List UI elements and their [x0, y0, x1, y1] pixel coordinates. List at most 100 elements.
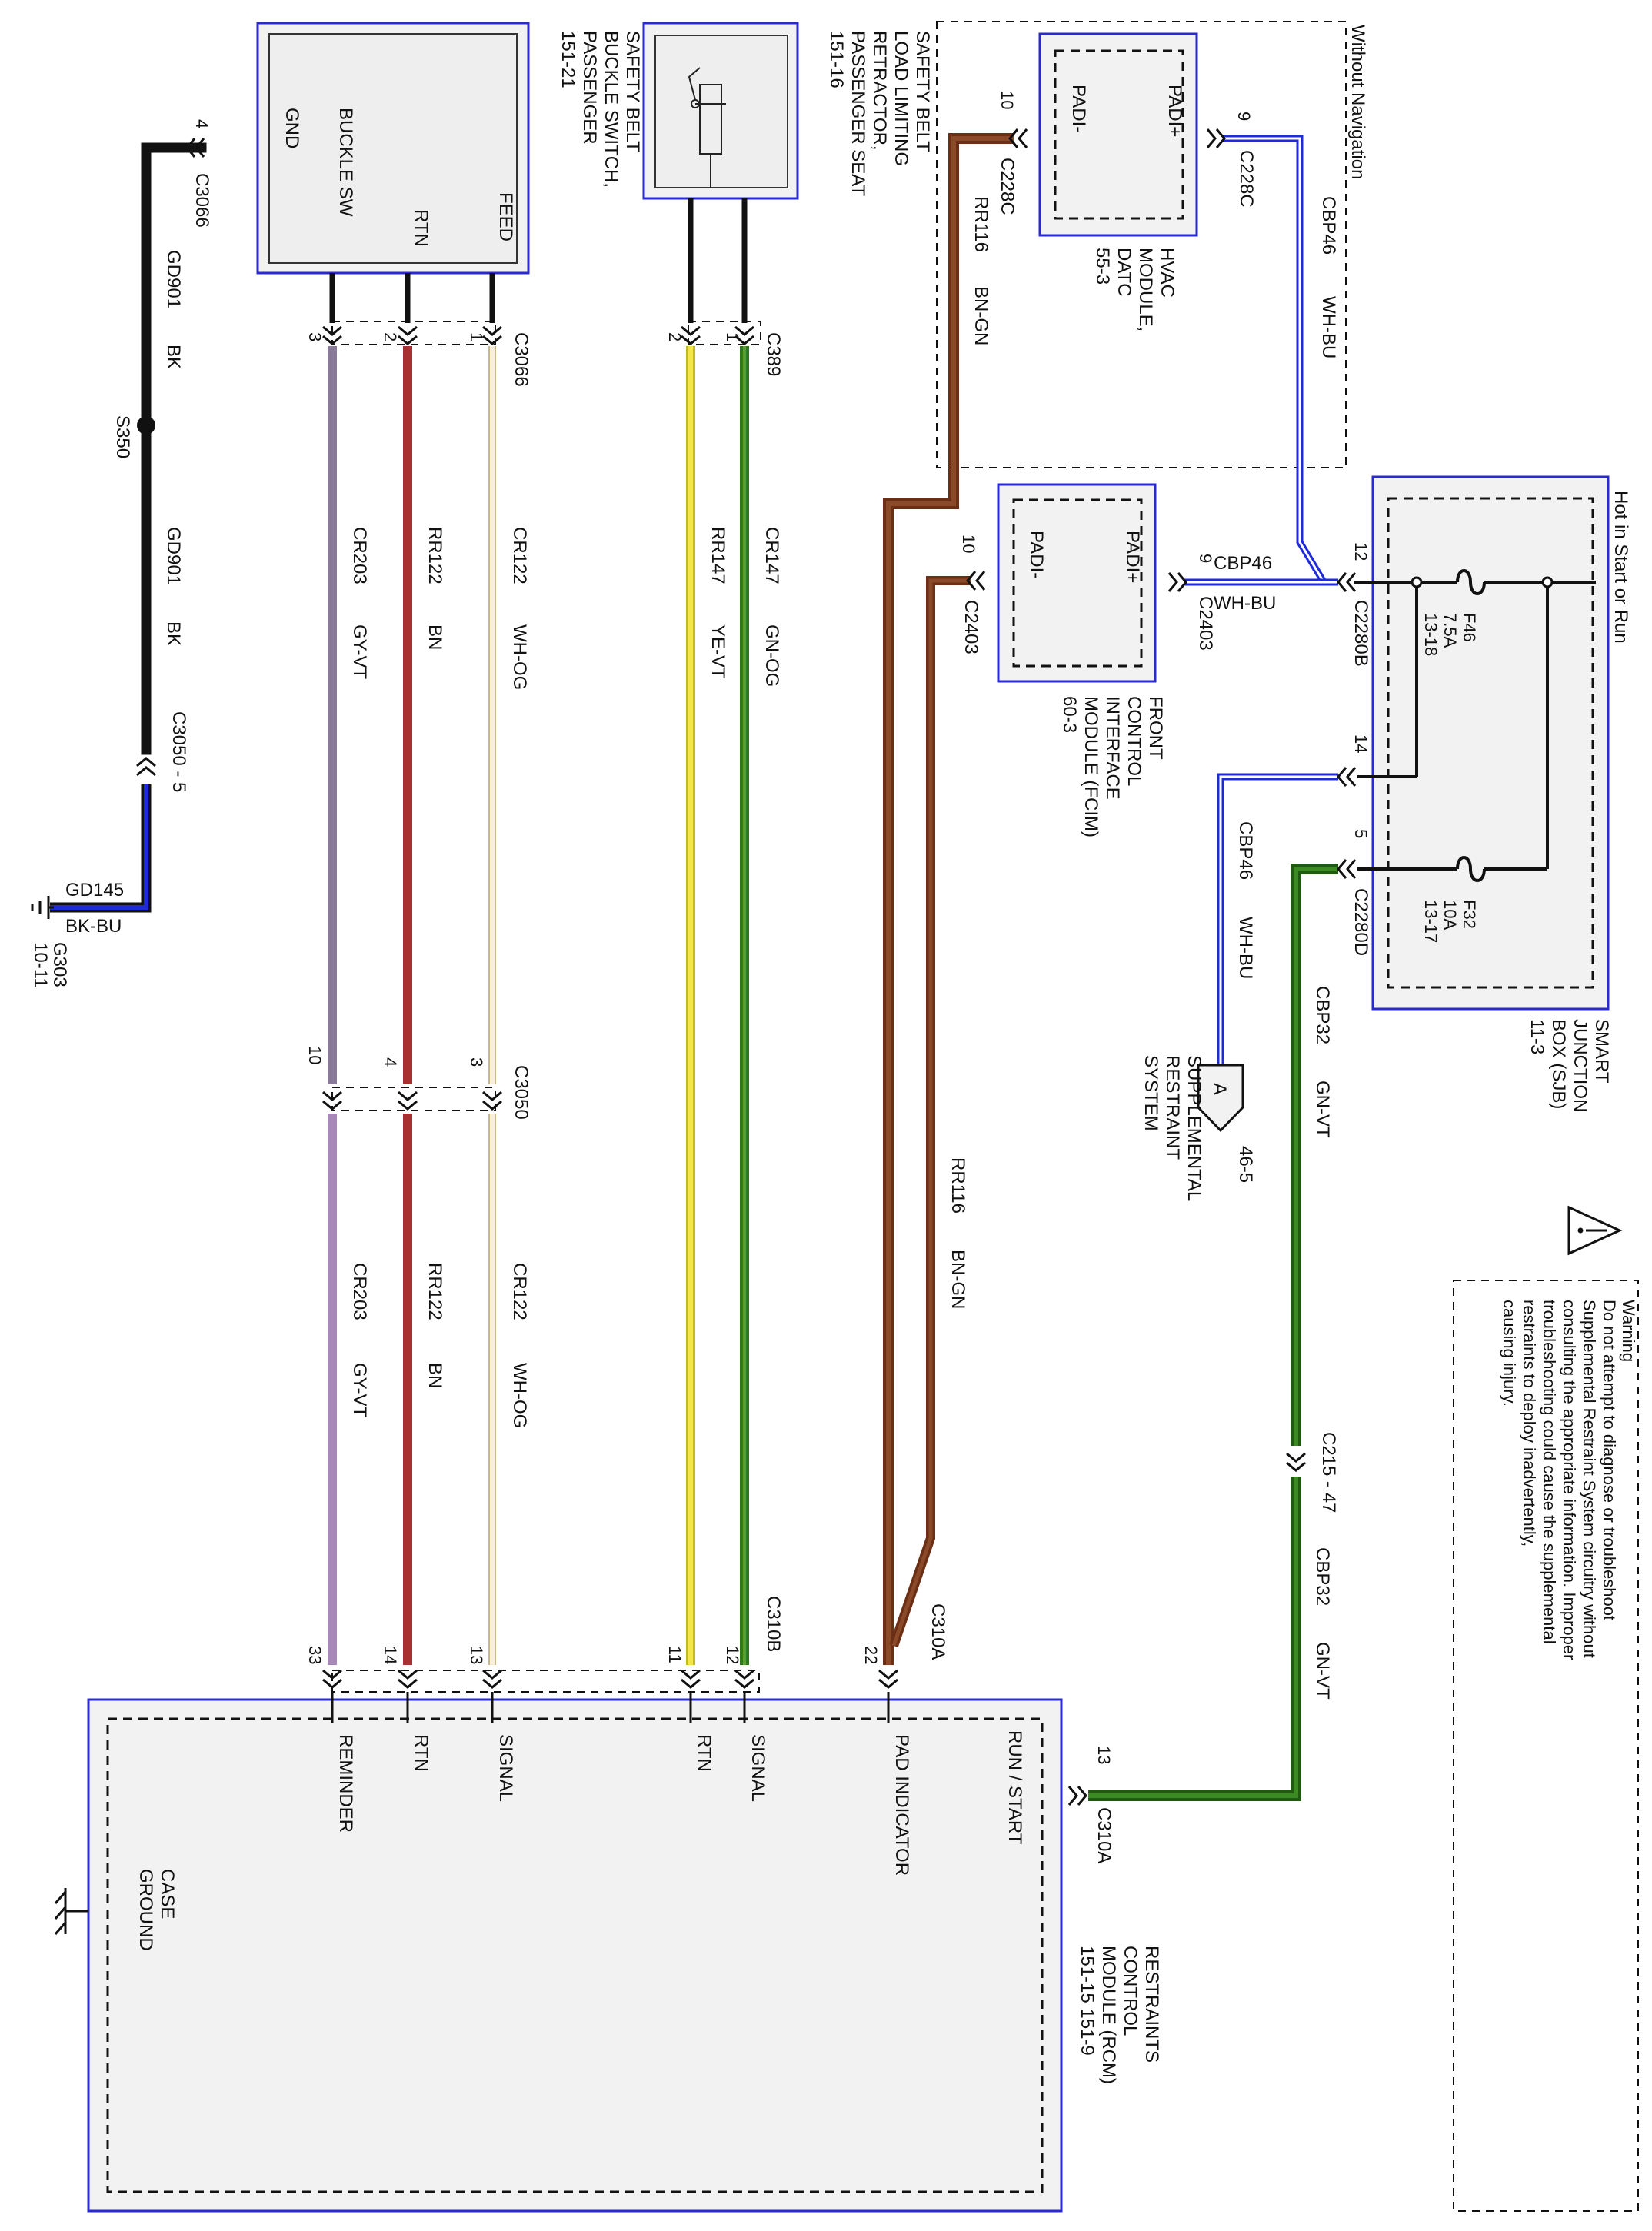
srs-ref-name-line-0: SUPPLEMENTAL [1184, 1055, 1204, 1201]
fuse-f46-ref: 13-18 [1421, 613, 1441, 656]
fuse-f46-rating: 7.5A [1441, 613, 1460, 648]
retractor-name-line-1: LOAD LIMITING [891, 31, 911, 166]
srs-reference-icon [1197, 1064, 1244, 1133]
buckle-switch-name-line-0: SAFETY BELT [622, 31, 643, 152]
conn-c3066-gnd: C3066 [192, 173, 212, 228]
connector-chevron-mid-1 [398, 1091, 418, 1111]
c3050-dashed-group [331, 1087, 496, 1111]
circ-cbp46-fcim: CBP46 [1214, 553, 1272, 574]
pin-13-rcm: 13 [467, 1646, 486, 1664]
connector-chevron-c215-47 [1286, 1452, 1306, 1472]
fcim-name-line-3: MODULE (FCIM) [1081, 696, 1101, 837]
fcim-module [997, 483, 1157, 683]
srs-ref-letter: A [1209, 1083, 1230, 1095]
warning-title: Warning [1619, 1300, 1638, 1362]
circ-bn-gn-b: BN-GN [948, 1250, 968, 1309]
buckle-switch-name-line-3: 151-21 [558, 31, 578, 88]
connector-chevron-c2280b-12 [1337, 572, 1357, 592]
circ-rr122-b: RR122 [425, 1263, 445, 1320]
retractor-symbol-icon [688, 67, 726, 188]
pin-12-sjb: 12 [1351, 542, 1371, 561]
connector-chevron-mid-0 [322, 1091, 342, 1111]
hvac-name-line-0: HVAC [1157, 248, 1177, 298]
connector-chevron-c3050-5 [136, 757, 156, 777]
retractor-name-line-4: 151-16 [826, 31, 847, 88]
c389-dashed-group [688, 321, 761, 345]
connector-chevron-top-1 [398, 325, 418, 345]
circ-bk-b: BK [163, 621, 184, 646]
circ-gy-vt-b: GY-VT [349, 1363, 370, 1417]
pin-4-gnd: 4 [192, 119, 211, 128]
connector-chevron-top-3 [681, 325, 701, 345]
buckle-pin-feed: FEED [495, 192, 516, 241]
restraints-control-module [87, 1698, 1063, 2213]
warning-line-0: Do not attempt to diagnose or troublesho… [1600, 1300, 1619, 1620]
conn-c3066: C3066 [511, 332, 531, 387]
circ-bn-b: BN [425, 1363, 445, 1388]
circ-gd901-a: GD901 [163, 250, 184, 308]
connector-chevron-c228c-9 [1206, 128, 1226, 148]
pin-1-c389: 1 [723, 332, 742, 341]
connector-chevron-c2403-10 [966, 571, 986, 591]
connector-chevron-rcm-1 [398, 1669, 418, 1689]
circ-wh-bu-hvac: WH-BU [1318, 296, 1339, 358]
circ-gn-vt-a: GN-VT [1312, 1081, 1333, 1138]
pin-14-rcm: 14 [381, 1646, 400, 1664]
warning-line-5: causing injury. [1500, 1300, 1519, 1407]
warning-line-2: consulting the appropriate information. … [1560, 1300, 1579, 1660]
pin-11-rcm: 11 [665, 1646, 684, 1663]
conn-c2280d: C2280D [1351, 888, 1371, 956]
wire-rr116-fcim [889, 576, 971, 1647]
circ-ye-vt: YE-VT [708, 624, 728, 679]
warning-line-3: troubleshooting could cause the suppleme… [1540, 1300, 1559, 1644]
circ-gd901-b: GD901 [163, 527, 184, 585]
sjb-node-1 [1411, 576, 1423, 588]
conn-c2403-r: C2403 [1195, 596, 1216, 651]
rcm-name-line-2: MODULE (RCM) [1098, 1946, 1119, 2084]
hvac-pin-padi-minus: PADI- [1068, 85, 1089, 132]
without-navigation-label: Without Navigation [1347, 25, 1368, 179]
connector-chevron-rcm-5 [878, 1669, 898, 1689]
wire-cbp46-hvac [1223, 135, 1326, 583]
connector-chevron-c310a-13 [1067, 1786, 1087, 1806]
circ-wh-bu-srs: WH-BU [1235, 917, 1256, 979]
circ-cr147: CR147 [761, 527, 782, 584]
rcm-pin-pad-indicator: PAD INDICATOR [891, 1734, 912, 1876]
fcim-name-line-2: INTERFACE [1102, 696, 1123, 800]
sjb-name-line-3: 11-3 [1527, 1019, 1547, 1054]
sjb-node-2 [1541, 576, 1554, 588]
fuse-f46-icon [1456, 569, 1486, 595]
circ-cr122-a: CR122 [509, 527, 530, 584]
retractor-name-line-3: PASSENGER SEAT [848, 31, 868, 197]
pin-13-rcm-run: 13 [1094, 1746, 1114, 1764]
srs-ref-name-line-1: RESTRAINT [1162, 1055, 1183, 1160]
connector-chevron-rcm-0 [322, 1669, 342, 1689]
connector-chevron-rcm-2 [482, 1669, 502, 1689]
circ-rr116-b: RR116 [948, 1157, 968, 1214]
connector-chevron-top-0 [322, 325, 342, 345]
retractor-module [642, 22, 799, 200]
circ-cbp32-a: CBP32 [1312, 986, 1333, 1044]
pin-3-c3050: 3 [467, 1057, 486, 1067]
fcim-pin-padi-minus: PADI- [1026, 531, 1047, 578]
conn-c3050: C3050 [511, 1065, 531, 1120]
pin-9-hvac: 9 [1234, 112, 1254, 121]
buckle-switch-name-line-2: PASSENGER [579, 31, 600, 145]
fuse-f32-icon [1456, 856, 1486, 882]
splice-s350: S350 [112, 415, 133, 458]
circ-wh-bu-fcim: WH-BU [1214, 593, 1276, 614]
wire-gd901 [137, 142, 207, 755]
connector-chevron-rcm-3 [681, 1669, 701, 1689]
warning-triangle-icon [1567, 1205, 1623, 1256]
ground-page: 10-11 [30, 942, 51, 988]
sjb-name-line-2: BOX (SJB) [1548, 1019, 1569, 1109]
circ-gd145: GD145 [65, 880, 124, 901]
rcm-pin-reminder: REMINDER [335, 1734, 356, 1833]
sjb-name-line-1: JUNCTION [1570, 1019, 1590, 1112]
circ-bk-a: BK [163, 345, 184, 369]
circ-rr116-a: RR116 [971, 196, 991, 252]
ground-g303-icon [31, 896, 54, 919]
connector-chevrons [136, 128, 1357, 1806]
ground-id: G303 [49, 942, 70, 987]
